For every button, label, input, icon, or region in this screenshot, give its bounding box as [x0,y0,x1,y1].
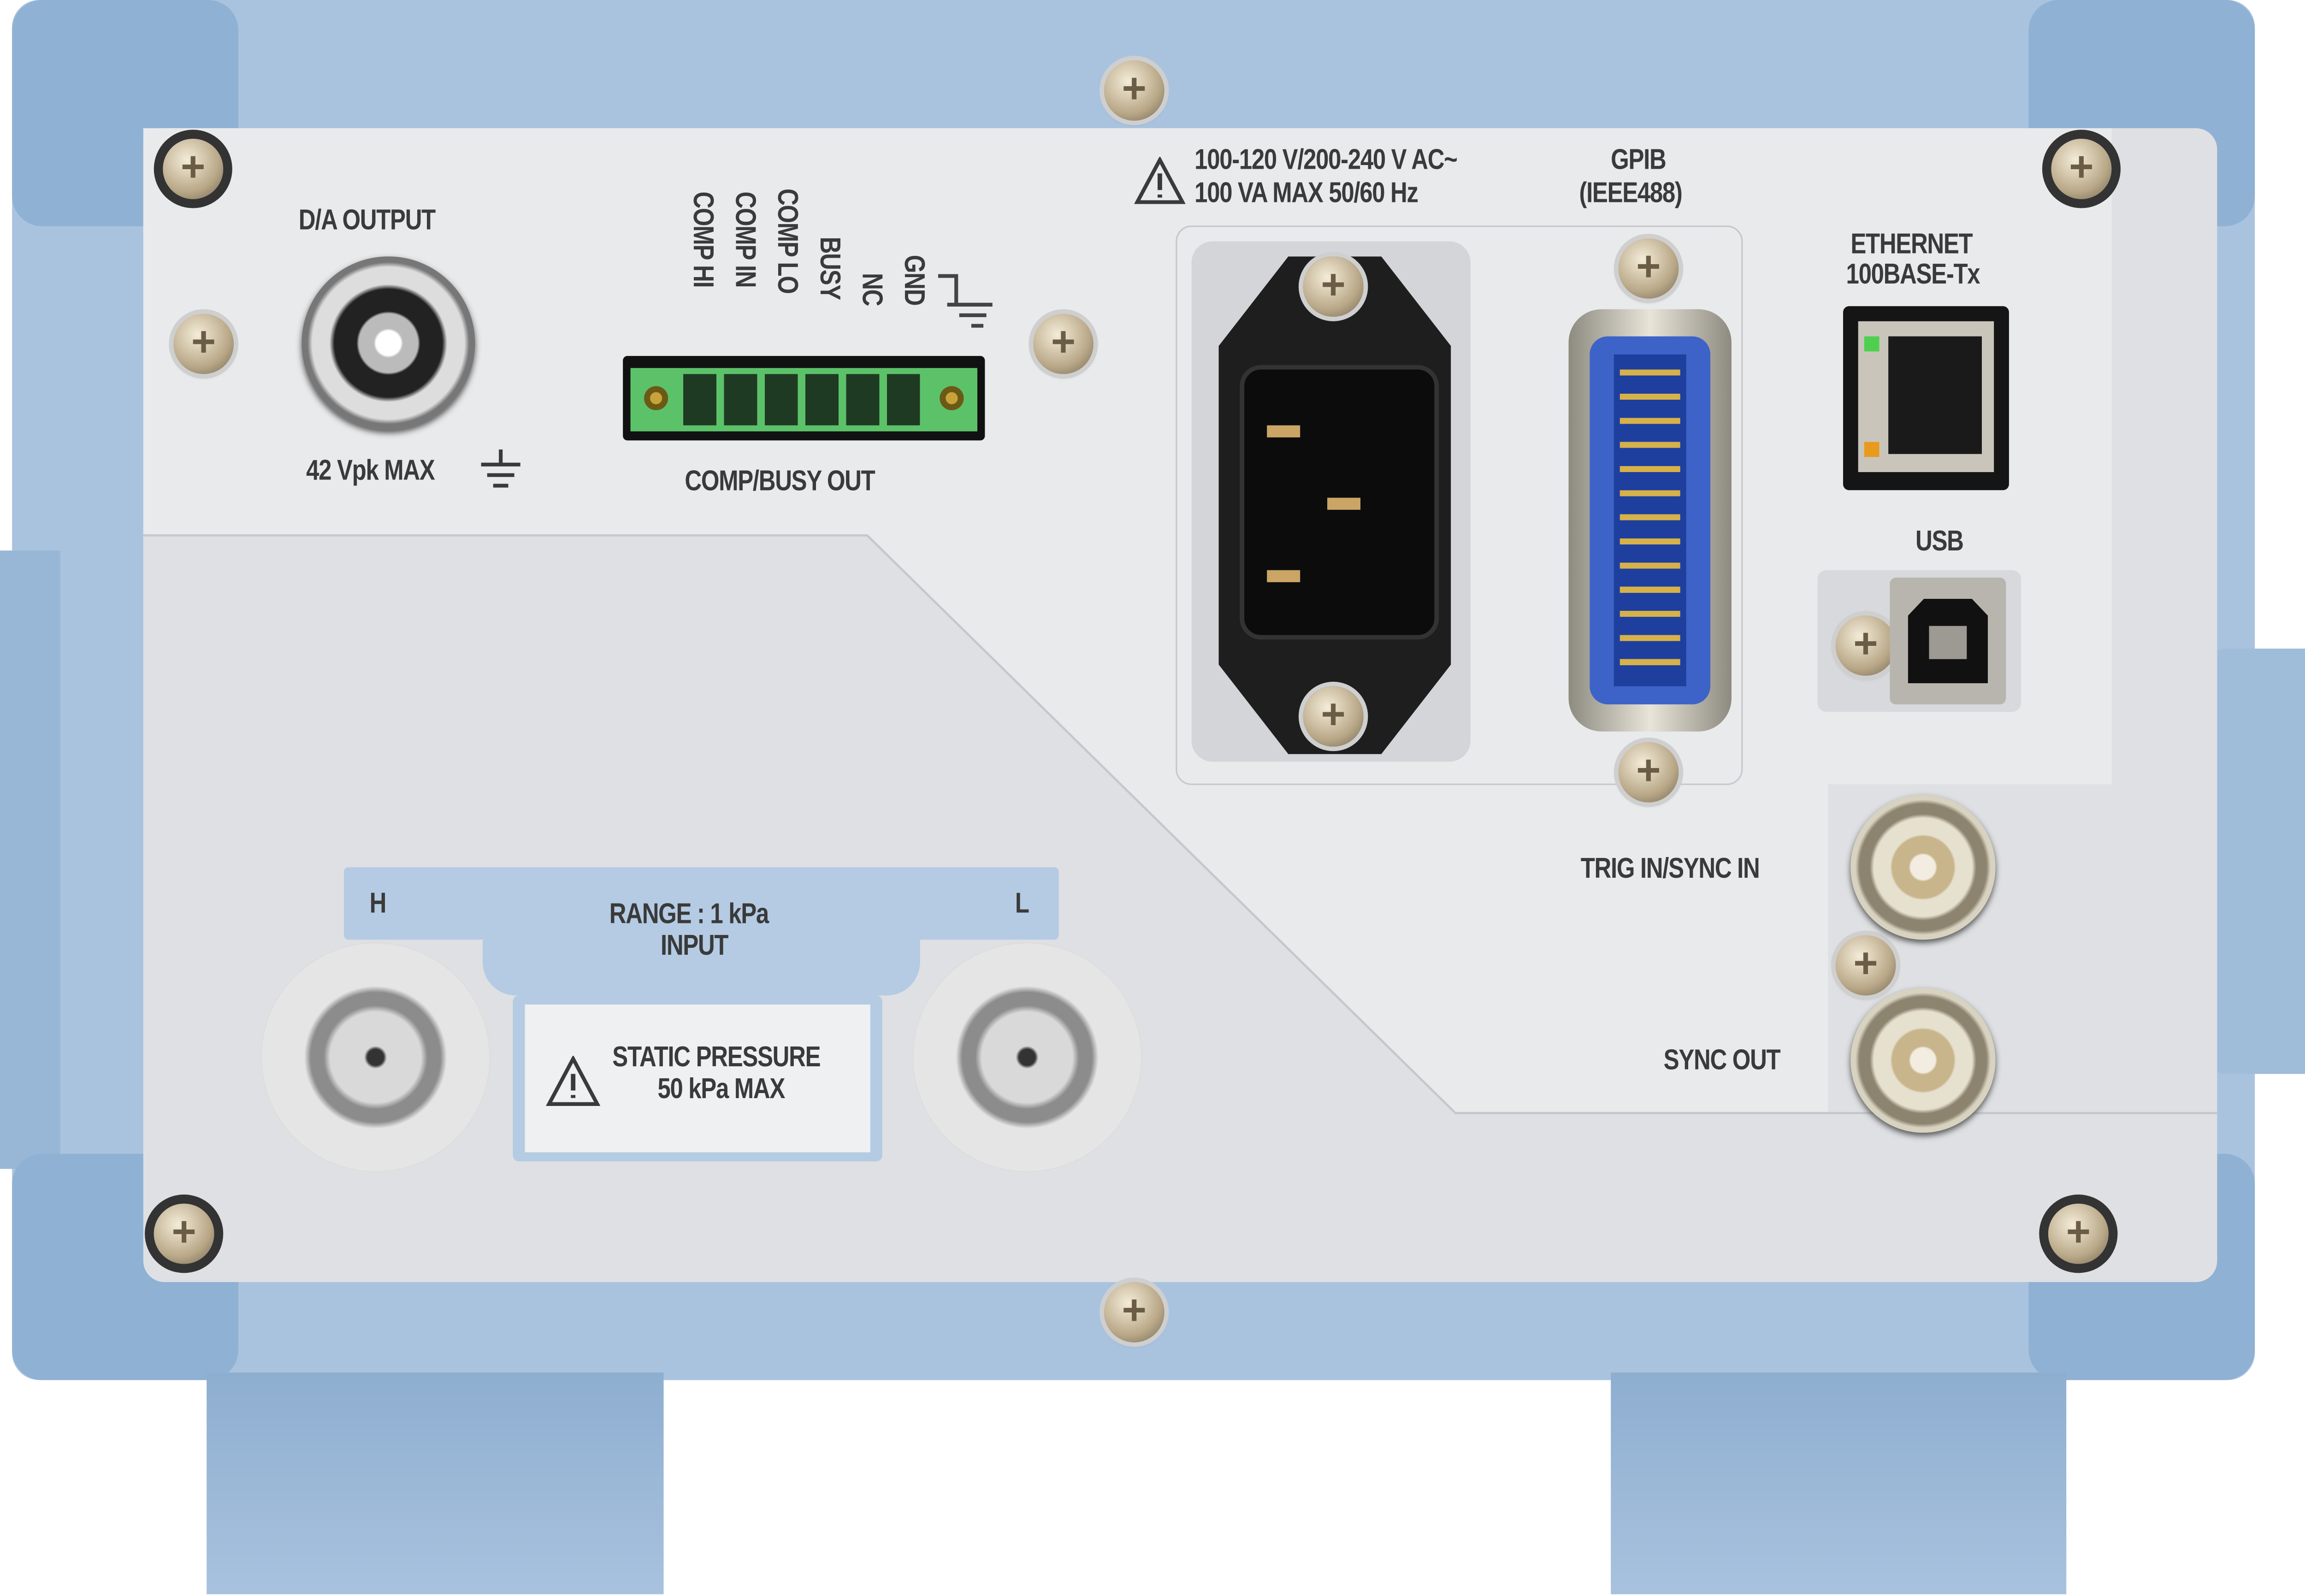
ethernet-label: ETHERNET [1850,229,1973,261]
pin-label: COMP HI [686,191,718,288]
pin-label: BUSY [813,236,845,300]
comp-busy-out-label: COMP/BUSY OUT [685,466,875,498]
comp-busy-terminal-block[interactable] [623,356,985,441]
pressure-input-l-port[interactable] [912,942,1142,1172]
static-pressure-label: STATIC PRESSURE [612,1042,821,1074]
foot [207,1372,664,1595]
side-handle [2205,648,2305,1074]
screw [163,138,224,199]
sync-out-label: SYNC OUT [1663,1045,1781,1077]
foot [1611,1372,2067,1595]
input-label-tab [482,935,920,996]
pin-label: GND [897,254,929,306]
sync-out-bnc-connector[interactable] [1850,987,1996,1133]
screw [1303,256,1364,317]
da-max-label: 42 Vpk MAX [306,455,435,487]
input-label: INPUT [661,930,729,963]
frame-ground-icon [935,272,995,339]
ethernet-sub-label: 100BASE-Tx [1846,259,1980,291]
input-h-label: H [369,888,387,920]
screw [1618,238,1679,299]
screw [1303,686,1364,747]
trig-in-bnc-connector[interactable] [1850,795,1996,940]
usb-b-port[interactable] [1890,578,2006,704]
da-output-label: D/A OUTPUT [298,205,436,237]
screw [1104,60,1164,121]
power-rating-line2: 100 VA MAX 50/60 Hz [1194,178,1418,210]
da-output-bnc-connector[interactable] [301,256,475,430]
warning-icon [546,1055,601,1115]
range-label: RANGE : 1 kPa [609,898,769,931]
static-max-label: 50 kPa MAX [657,1074,785,1106]
pin-label: COMP IN [728,191,760,288]
gpib-sub-label: (IEEE488) [1579,178,1682,210]
power-rating-line1: 100-120 V/200-240 V AC~ [1194,145,1458,177]
screw [1835,615,1896,676]
pressure-input-h-port[interactable] [261,942,491,1172]
pin-label: COMP LO [770,188,803,294]
usb-label: USB [1915,526,1964,558]
trig-in-label: TRIG IN/SYNC IN [1580,853,1760,886]
gpib-connector[interactable] [1568,309,1732,732]
screw [154,1203,214,1264]
activity-led [1864,442,1879,457]
screw [2048,1203,2109,1264]
gpib-label: GPIB [1611,145,1667,177]
left-edge [0,550,60,1169]
ground-icon [478,449,523,492]
screw [1104,1282,1164,1342]
screw [2051,138,2112,199]
input-l-label: L [1015,888,1029,920]
pin-label: NC [855,273,887,306]
comp-pin-labels: COMP HI COMP IN COMP LO BUSY NC GND [676,189,963,355]
warning-icon [1134,156,1186,213]
screw [1835,935,1896,996]
link-led [1864,336,1879,352]
ethernet-port[interactable] [1843,306,2009,491]
screw [1033,313,1093,374]
ac-power-inlet[interactable] [1218,256,1451,754]
input-label-band [343,867,1059,940]
screw [173,313,234,374]
screw [1618,742,1679,803]
